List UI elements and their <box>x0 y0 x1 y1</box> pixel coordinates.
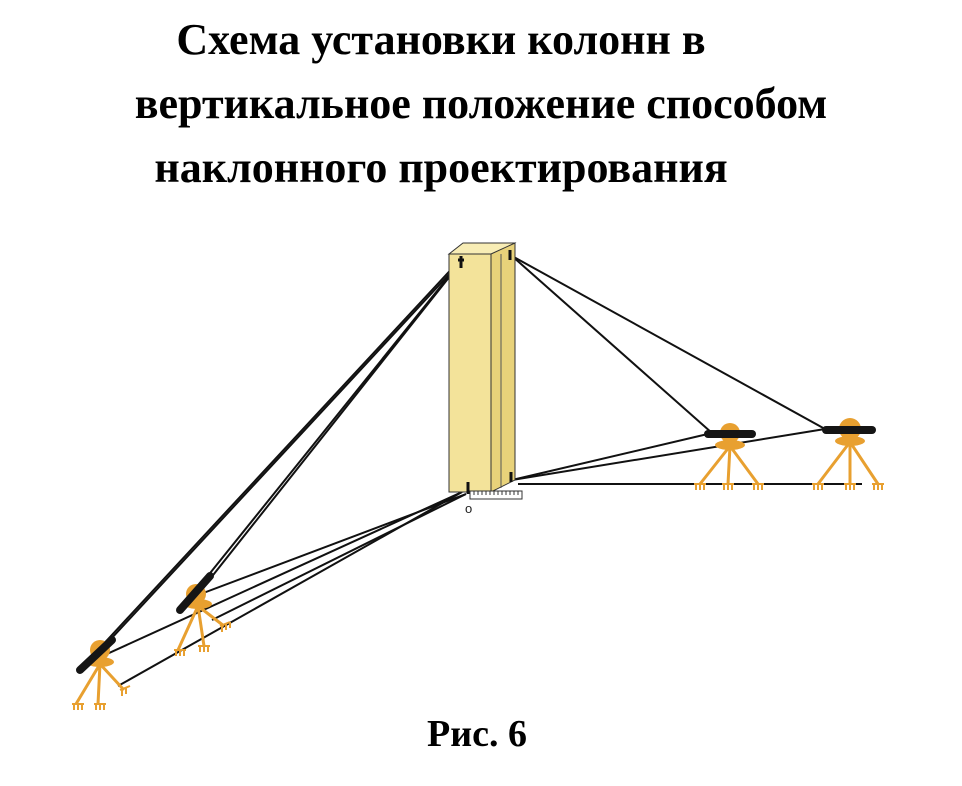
column-side <box>490 242 516 493</box>
sight-line <box>109 267 456 641</box>
sight-line <box>84 261 459 665</box>
sight-line <box>511 255 713 434</box>
telescope-icon <box>76 636 116 674</box>
theodolite-right-far <box>812 418 884 490</box>
sight-line <box>511 428 826 481</box>
title-line-3: наклонного проектирования <box>154 143 728 192</box>
tripod-feet <box>174 621 231 656</box>
sight-line <box>189 259 463 599</box>
tripod-legs <box>698 445 760 485</box>
column-front <box>448 253 492 493</box>
theodolite-front-left <box>72 636 131 710</box>
sight-line <box>511 432 713 481</box>
diagram-title: Схема установки колонн в вертикальное по… <box>0 8 962 200</box>
sight-line <box>205 265 459 585</box>
tripod-feet <box>694 483 764 490</box>
axis-mark-top <box>458 256 464 268</box>
origin-label: o <box>465 501 472 516</box>
title-line-1: Схема установки колонн в <box>176 15 706 64</box>
tripod-legs <box>176 604 225 651</box>
sight-lines <box>84 255 862 687</box>
ruler-body <box>469 490 523 500</box>
title-line-2: вертикальное положение способом <box>134 79 828 128</box>
figure-caption: Рис. 6 <box>427 713 527 755</box>
base-ruler <box>469 490 523 500</box>
tripod-feet <box>72 685 131 710</box>
ruler-ticks <box>473 491 519 495</box>
tripod-head <box>835 436 865 446</box>
sight-line <box>189 493 467 599</box>
tripod-legs <box>816 441 880 485</box>
telescope-icon <box>176 572 214 614</box>
sight-line <box>211 493 467 621</box>
tripod-feet <box>812 483 884 490</box>
theodolite-mid-left <box>174 572 231 656</box>
sight-line <box>84 491 463 665</box>
tripod-head <box>715 440 745 450</box>
theodolite-right-near <box>694 423 764 490</box>
column <box>447 242 517 494</box>
sight-line <box>511 255 826 430</box>
tripod-legs <box>74 662 126 705</box>
